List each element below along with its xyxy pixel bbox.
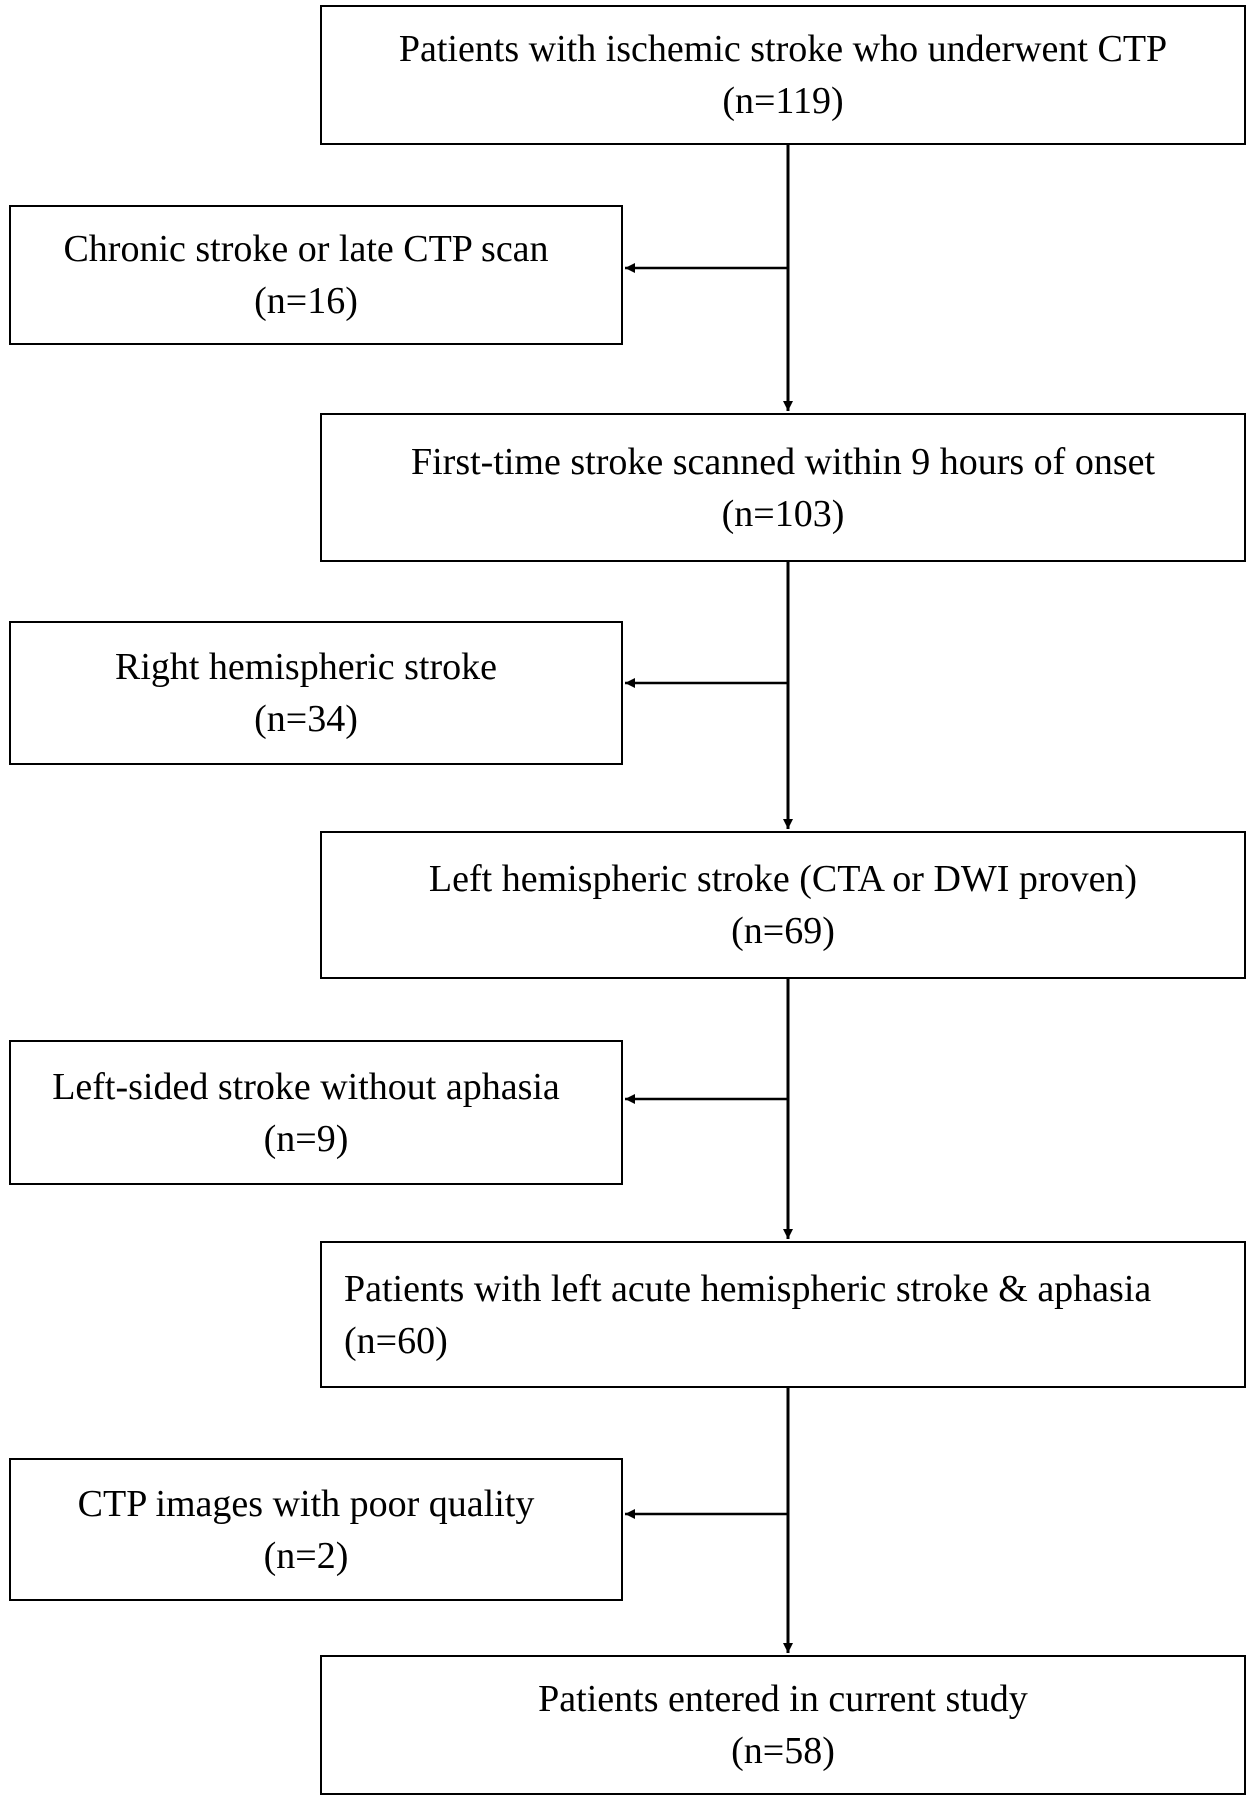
step-label: Left hemispheric stroke (CTA or DWI prov… [428, 858, 1138, 900]
step-count: (n=60) [344, 1319, 448, 1362]
step-count: (n=103) [721, 492, 845, 535]
step-box-first-time-stroke: First-time stroke scanned within 9 hours… [320, 413, 1246, 562]
exclusion-box-poor-quality: CTP images with poor quality (n=2) [9, 1458, 623, 1601]
exclusion-box-chronic-stroke: Chronic stroke or late CTP scan (n=16) [9, 205, 623, 345]
exclusion-count: (n=2) [263, 1534, 349, 1577]
step-count: (n=119) [722, 80, 844, 122]
exclusion-label: Chronic stroke or late CTP scan [63, 228, 549, 270]
exclusion-count: (n=34) [254, 698, 358, 740]
step-label: Patients entered in current study [538, 1678, 1028, 1720]
step-label: Patients with ischemic stroke who underw… [398, 28, 1168, 70]
step-box-initial-cohort: Patients with ischemic stroke who underw… [320, 5, 1246, 145]
step-box-final-cohort: Patients entered in current study (n=58) [320, 1655, 1246, 1795]
step-count: (n=69) [731, 910, 835, 952]
step-box-aphasia: Patients with left acute hemispheric str… [320, 1241, 1246, 1388]
exclusion-box-no-aphasia: Left-sided stroke without aphasia (n=9) [9, 1040, 623, 1185]
exclusion-count: (n=16) [254, 280, 358, 322]
step-count: (n=58) [731, 1730, 835, 1772]
step-box-left-hemispheric: Left hemispheric stroke (CTA or DWI prov… [320, 831, 1246, 979]
exclusion-label: Left-sided stroke without aphasia [52, 1065, 560, 1108]
step-label: Patients with left acute hemispheric str… [344, 1267, 1152, 1310]
exclusion-label: CTP images with poor quality [77, 1482, 535, 1525]
exclusion-box-right-hemispheric: Right hemispheric stroke (n=34) [9, 621, 623, 765]
step-label: First-time stroke scanned within 9 hours… [410, 440, 1156, 483]
exclusion-label: Right hemispheric stroke [114, 646, 498, 688]
exclusion-count: (n=9) [263, 1117, 349, 1160]
